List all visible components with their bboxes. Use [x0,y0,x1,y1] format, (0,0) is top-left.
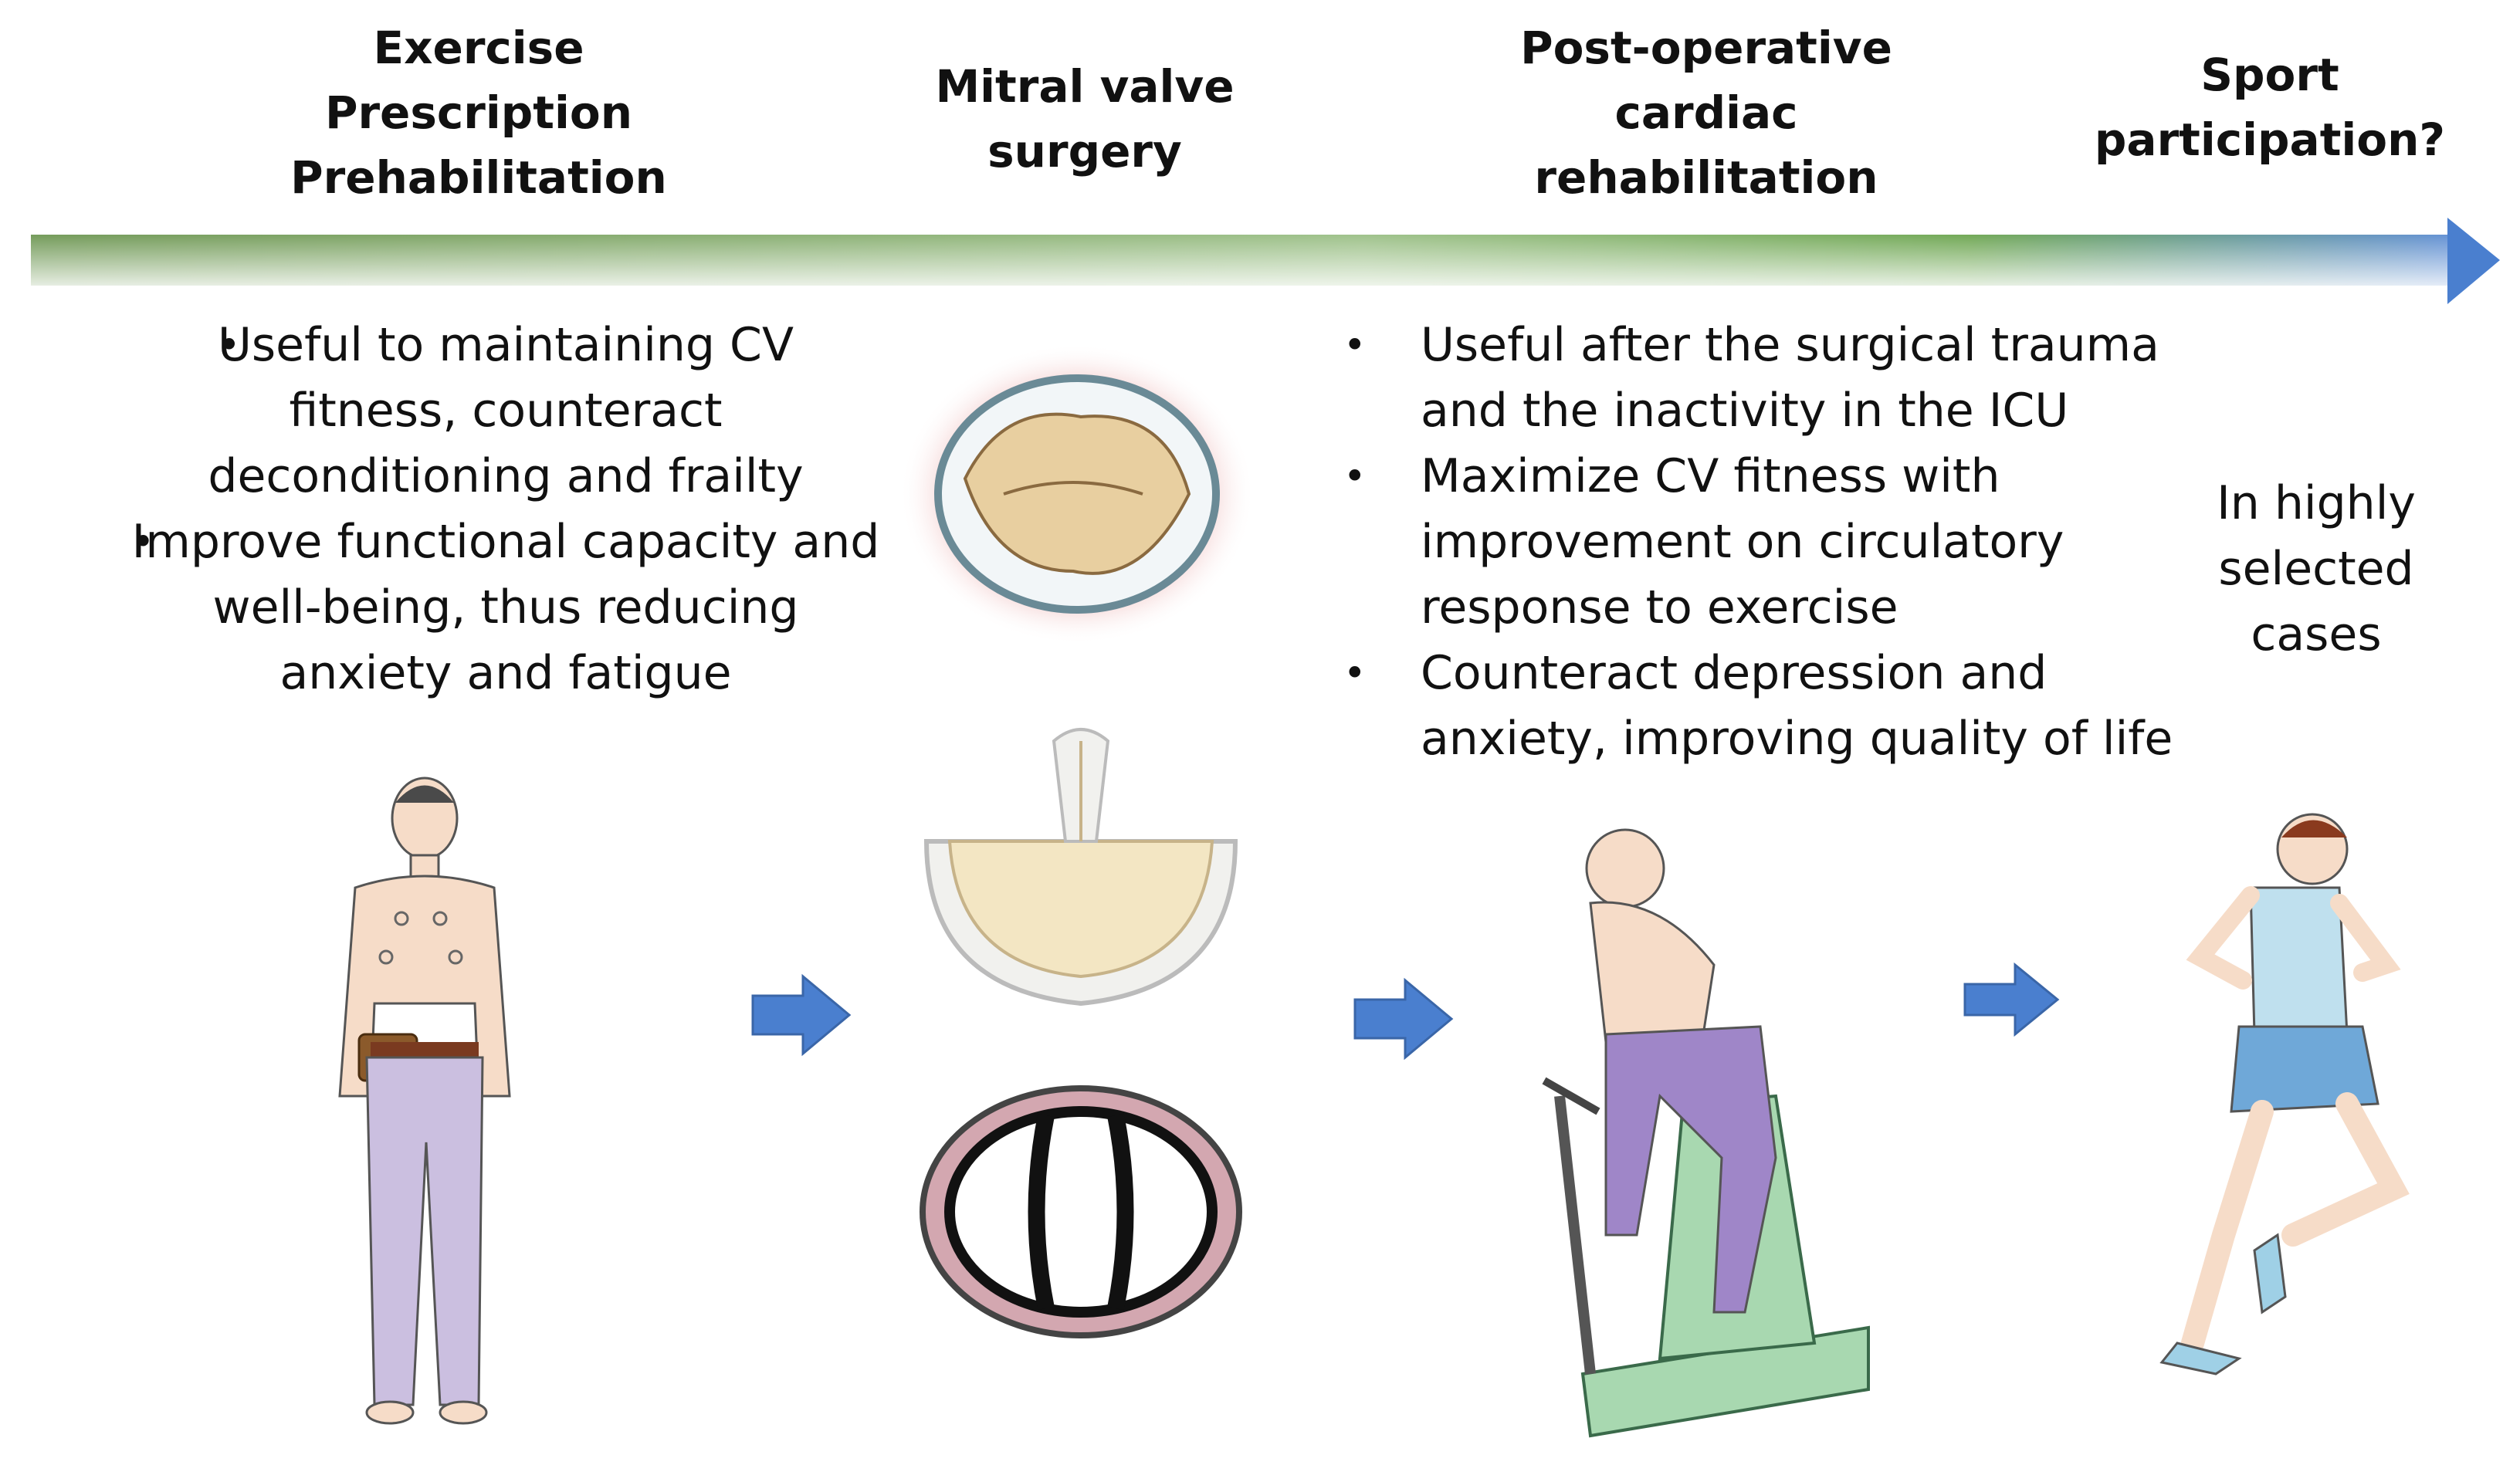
mitral-repair-ring-icon [899,343,1255,645]
prehab-benefits-list: Useful to maintaining CV fitness, counte… [108,313,903,706]
stage-title-sport: Sport participation? [2094,49,2446,166]
stage-title-surgery: Mitral valve surgery [935,60,1235,178]
prehab-benefit-item: Improve functional capacity and well-bei… [108,509,903,706]
patient-holter-icon [338,777,511,1425]
stage-title-prehabilitation: Exercise Prescription Prehabilitation [290,22,667,204]
bioprosthetic-valve-icon [923,728,1238,1007]
step-arrow-2 [1353,977,1454,1061]
rehab-benefit-text: Counteract depression and anxiety, impro… [1421,646,2173,766]
prehab-benefit-text: Improve functional capacity and well-bei… [131,515,880,700]
prehab-benefit-text: Useful to maintaining CV fitness, counte… [208,318,804,503]
step-arrow-3 [1963,962,2060,1037]
sport-note: In highly selected cases [2217,476,2416,661]
rehab-benefit-text: Useful after the surgical trauma and the… [1421,318,2159,438]
exercise-bike-icon [1542,828,1870,1438]
rehab-benefit-item: Useful after the surgical trauma and the… [1343,313,2216,444]
stage-title-cardiac-rehab: Post-operative cardiac rehabilitation [1520,22,1892,204]
timeline-arrow [31,218,2500,304]
rehab-benefits-list: Useful after the surgical trauma and the… [1343,313,2216,772]
rehab-benefit-item: Counteract depression and anxiety, impro… [1343,641,2216,772]
rehab-benefit-item: Maximize CV fitness with improvement on … [1343,444,2216,641]
step-arrow-1 [751,973,852,1057]
mechanical-valve-icon [920,1085,1242,1338]
runner-icon [2159,813,2410,1375]
prehab-benefit-item: Useful to maintaining CV fitness, counte… [108,313,903,509]
rehab-benefit-text: Maximize CV fitness with improvement on … [1421,449,2064,634]
